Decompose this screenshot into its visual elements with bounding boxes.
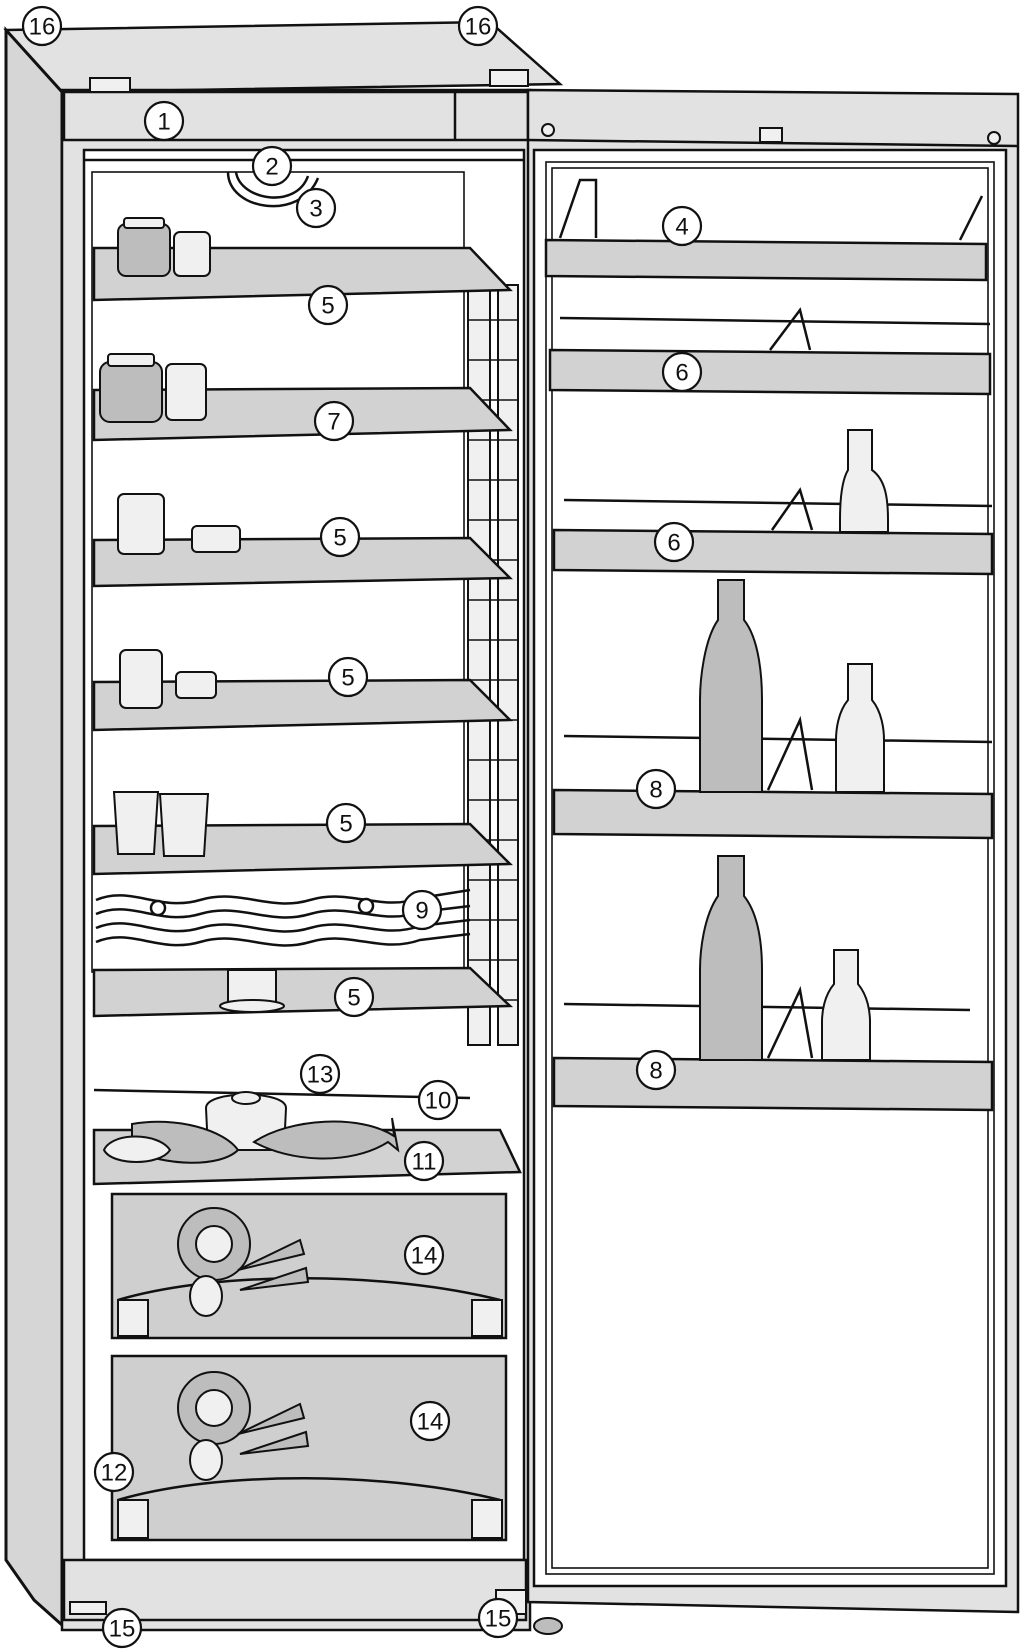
callout-circle (319, 516, 361, 558)
callout-circle (653, 521, 695, 563)
callout-circle (251, 145, 293, 187)
callout-label: 7 (327, 409, 340, 436)
callout-label: 10 (425, 1088, 452, 1115)
callout-circle (327, 656, 369, 698)
shelf-food (99, 217, 285, 1013)
callout-label: 13 (307, 1062, 334, 1089)
callout-15: 15 (477, 1597, 519, 1639)
callout-5: 5 (327, 656, 369, 698)
callout-circle (93, 1451, 135, 1493)
callout-5: 5 (325, 802, 367, 844)
callout-circle (313, 400, 355, 442)
callout-circle (307, 284, 349, 326)
callout-8: 8 (635, 1049, 677, 1091)
callout-2: 2 (251, 145, 293, 187)
callout-circle (635, 768, 677, 810)
door-shelf-8-lower (552, 1056, 994, 1112)
callout-16: 16 (21, 5, 63, 47)
door-shelf-6-lower (552, 528, 994, 576)
shelf-6 (92, 966, 514, 1018)
callout-13: 13 (299, 1053, 341, 1095)
callout-8: 8 (635, 768, 677, 810)
callout-7: 7 (313, 400, 355, 442)
callout-circle (457, 5, 499, 47)
door-shelf-8-upper (552, 788, 994, 840)
door-shelf-4 (544, 238, 988, 282)
door-shelves (544, 178, 994, 1112)
callout-label: 9 (415, 898, 428, 925)
top-control-panel (62, 90, 530, 142)
callout-circle (333, 976, 375, 1018)
callout-circle (661, 205, 703, 247)
bottle-rack (95, 888, 471, 947)
cabinet-left-side (4, 26, 64, 1629)
callout-label: 15 (109, 1616, 136, 1643)
callout-6: 6 (661, 351, 703, 393)
callout-circle (403, 1234, 445, 1276)
callout-circle (401, 889, 443, 931)
callout-circle (417, 1079, 459, 1121)
callout-1: 1 (143, 100, 185, 142)
callout-label: 8 (649, 1058, 662, 1085)
callout-circle (409, 1400, 451, 1442)
callout-12: 12 (93, 1451, 135, 1493)
callout-circle (299, 1053, 341, 1095)
fresh-zone (93, 1088, 471, 1164)
callout-circle (325, 802, 367, 844)
callout-circle (661, 351, 703, 393)
callout-label: 5 (347, 985, 360, 1012)
callout-label: 5 (341, 665, 354, 692)
callout-10: 10 (417, 1079, 459, 1121)
callout-5: 5 (319, 516, 361, 558)
callout-label: 11 (412, 1149, 437, 1176)
door-shelf-6-upper (548, 348, 992, 396)
callout-14: 14 (403, 1234, 445, 1276)
callout-15: 15 (101, 1607, 143, 1649)
callout-label: 4 (675, 214, 688, 241)
callout-label: 3 (309, 196, 322, 223)
callout-circle (403, 1140, 445, 1182)
callout-6: 6 (653, 521, 695, 563)
callout-label: 2 (265, 154, 278, 181)
callout-5: 5 (333, 976, 375, 1018)
crisper-drawer-upper (110, 1192, 508, 1340)
callout-9: 9 (401, 889, 443, 931)
callout-label: 16 (29, 14, 56, 41)
callout-label: 14 (411, 1243, 438, 1270)
door-bottles (699, 429, 889, 1061)
crisper-drawer-lower (110, 1354, 508, 1542)
callout-16: 16 (457, 5, 499, 47)
callout-14: 14 (409, 1400, 451, 1442)
callout-circle (295, 187, 337, 229)
callout-label: 1 (157, 109, 170, 136)
callout-circle (477, 1597, 519, 1639)
callout-11: 11 (403, 1140, 445, 1182)
callout-circle (21, 5, 63, 47)
callout-4: 4 (661, 205, 703, 247)
callout-label: 5 (321, 293, 334, 320)
crisper-drawers (110, 1192, 508, 1542)
callout-label: 14 (417, 1409, 444, 1436)
callout-label: 8 (649, 777, 662, 804)
callout-5: 5 (307, 284, 349, 326)
callout-label: 15 (485, 1606, 512, 1633)
callout-3: 3 (295, 187, 337, 229)
cabinet-plinth (62, 1558, 528, 1622)
callout-label: 5 (339, 811, 352, 838)
callout-circle (143, 100, 185, 142)
callout-label: 6 (675, 360, 688, 387)
callout-label: 16 (465, 14, 492, 41)
callout-label: 6 (667, 530, 680, 557)
callout-label: 5 (333, 525, 346, 552)
callout-circle (635, 1049, 677, 1091)
callout-label: 12 (101, 1460, 128, 1487)
callout-circle (101, 1607, 143, 1649)
